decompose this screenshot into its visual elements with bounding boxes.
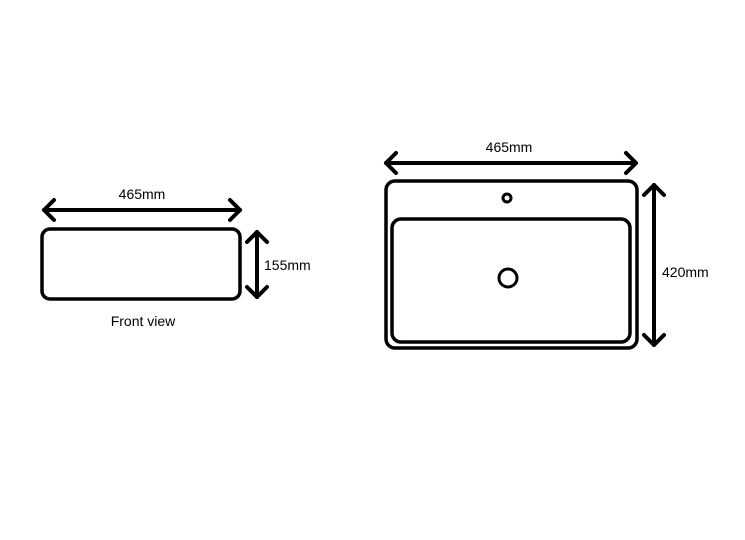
front-view-caption: Front view	[111, 313, 176, 329]
front-height-arrow	[245, 230, 269, 299]
top-width-arrow	[384, 151, 638, 175]
top-depth-label: 420mm	[662, 264, 709, 280]
front-height-label: 155mm	[264, 257, 311, 273]
top-basin-outer-outline	[384, 179, 639, 350]
front-width-label: 465mm	[119, 186, 166, 202]
top-depth-arrow	[642, 183, 666, 347]
front-view: 465mm 155mm Front view	[40, 186, 311, 329]
top-width-label: 465mm	[486, 139, 533, 155]
drain-hole-icon	[497, 267, 519, 289]
front-basin-outline	[40, 227, 242, 301]
tap-hole-icon	[501, 192, 513, 204]
top-view: 465mm 420mm	[384, 139, 709, 350]
top-basin-bowl-outline	[390, 217, 632, 344]
front-width-arrow	[42, 198, 242, 222]
